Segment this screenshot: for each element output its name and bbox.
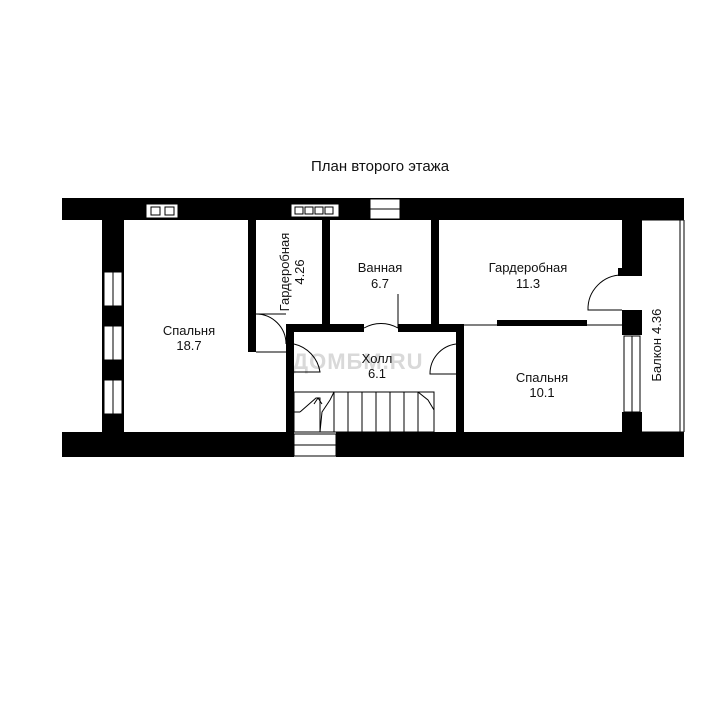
wardrobe-large-area: 11.3 <box>516 276 540 291</box>
door-wardrobe-small <box>255 313 287 345</box>
balcony <box>642 219 685 433</box>
doors <box>255 274 623 375</box>
bedroom-large-area: 18.7 <box>176 338 201 353</box>
walls <box>62 198 684 457</box>
door-hall-left <box>293 343 321 373</box>
plan-title: План второго этажа <box>311 158 450 175</box>
wall-right-mid <box>622 310 642 335</box>
wall-right-upper <box>622 198 642 273</box>
wall-part-7 <box>456 324 464 434</box>
wall-part-9 <box>618 268 642 276</box>
balcony-name: Балкон <box>649 338 664 382</box>
bathroom-name: Ванная <box>358 260 403 275</box>
bathroom-area: 6.7 <box>371 276 389 291</box>
bedroom-large-name: Спальня <box>163 323 215 338</box>
wardrobe-large-name: Гардеробная <box>489 260 568 275</box>
vent-left <box>145 203 179 219</box>
wall-part-1 <box>248 218 256 352</box>
wall-right-lower <box>622 412 642 457</box>
door-balcony <box>587 274 623 311</box>
hall-name: Холл <box>362 351 393 366</box>
staircase <box>293 391 435 433</box>
wall-part-4 <box>286 324 364 332</box>
window-top <box>369 198 401 220</box>
balcony-area: 4.36 <box>649 309 664 334</box>
wall-part-3 <box>431 218 439 328</box>
room-labels: Спальня 18.7 Гардеробная 4.26 Ванная 6.7… <box>163 233 664 400</box>
door-hall-right <box>429 343 457 375</box>
wall-part-8 <box>497 320 587 326</box>
wall-part-2 <box>322 218 330 328</box>
window-right <box>623 335 641 413</box>
wall-bottom-left <box>62 432 294 457</box>
wall-part-6 <box>286 324 294 457</box>
door-bathroom <box>363 294 399 329</box>
wardrobe-small-name: Гардеробная <box>277 233 292 312</box>
watermark: ДОМБМ.RU <box>292 349 423 374</box>
bedroom-small-area: 10.1 <box>529 385 554 400</box>
windows-left <box>103 271 123 415</box>
vent-right <box>290 203 340 218</box>
wall-part-5 <box>398 324 462 332</box>
bedroom-small-name: Спальня <box>516 370 568 385</box>
window-bottom <box>293 433 337 457</box>
hall-area: 6.1 <box>368 366 386 381</box>
wardrobe-small-area: 4.26 <box>292 259 307 284</box>
